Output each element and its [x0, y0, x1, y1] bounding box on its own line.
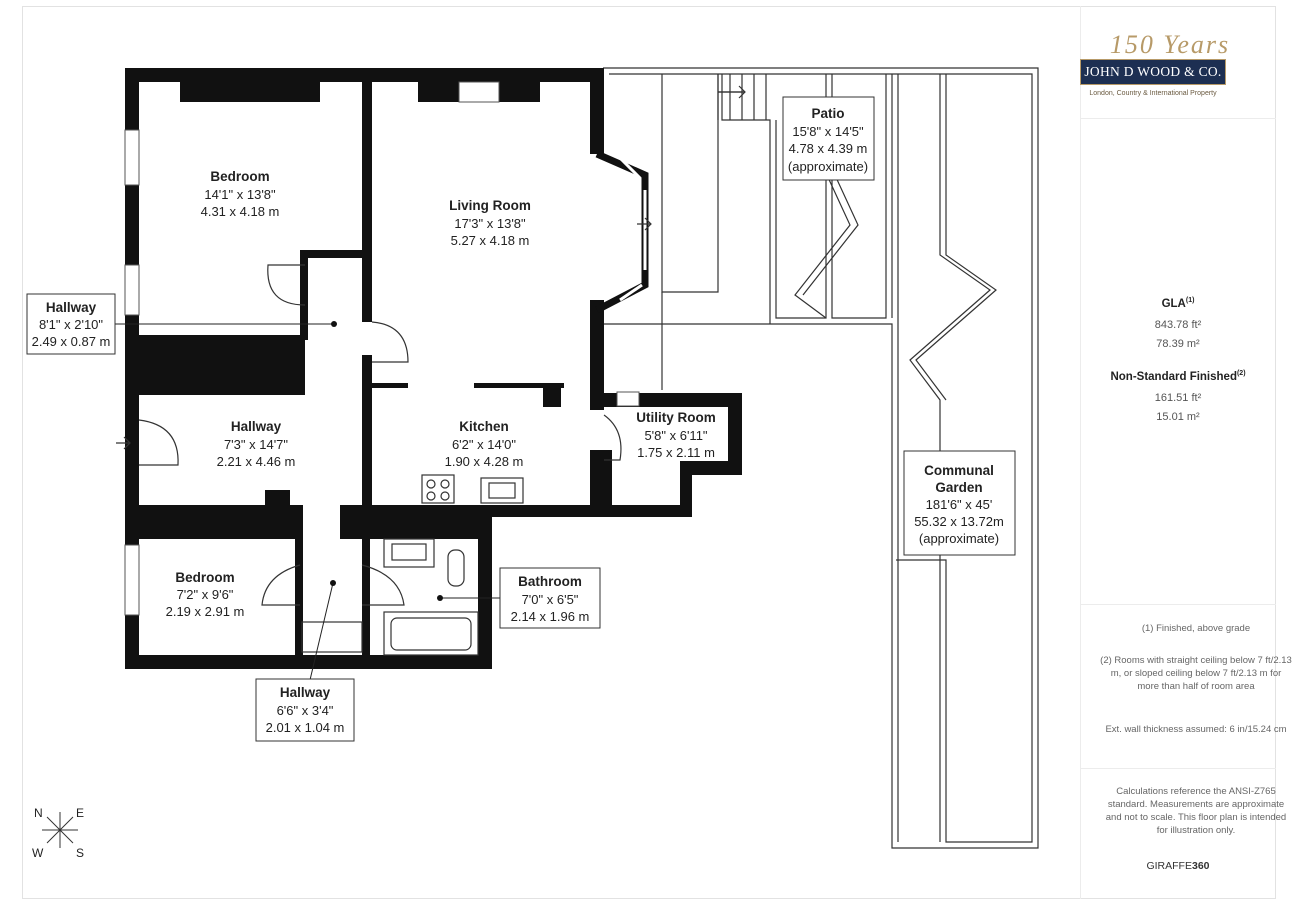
brand-years: 150 Years [1109, 30, 1231, 59]
hallway-bottom-name: Hallway [280, 685, 331, 700]
divider [1080, 604, 1276, 605]
utility-room-name: Utility Room [636, 410, 716, 425]
bathroom-imperial: 7'0" x 6'5" [522, 592, 579, 607]
walls [125, 68, 742, 669]
living-room-imperial: 17'3" x 13'8" [454, 216, 526, 231]
note-1: (1) Finished, above grade [1141, 623, 1251, 634]
fixtures [301, 474, 524, 656]
floor-plan: Bedroom 14'1" x 13'8" 4.31 x 4.18 m Livi… [26, 67, 1039, 849]
door-swings [138, 264, 622, 606]
hallway-mid-name: Hallway [231, 419, 282, 434]
gla-m: 78.39 m² [1156, 337, 1200, 350]
hallway-mid-metric: 2.21 x 4.46 m [217, 454, 296, 469]
note-2: (2) Rooms with straight ceiling below 7 … [1100, 655, 1292, 692]
hallway-top-metric: 2.49 x 0.87 m [32, 334, 111, 349]
hallway-mid-imperial: 7'3" x 14'7" [224, 437, 288, 452]
utility-room-metric: 1.75 x 2.11 m [637, 445, 715, 460]
hallway-bottom-imperial: 6'6" x 3'4" [277, 703, 334, 718]
bedroom-2-metric: 2.19 x 2.91 m [166, 604, 245, 619]
kitchen-metric: 1.90 x 4.28 m [445, 454, 524, 469]
nsf-footnote-marker: (2) [1236, 370, 1246, 377]
patio-imperial: 15'8" x 14'5" [792, 124, 864, 139]
patio-name: Patio [811, 106, 844, 121]
patio-metric: 4.78 x 4.39 m [789, 141, 868, 156]
bedroom-2-imperial: 7'2" x 9'6" [177, 587, 234, 602]
garden-name-line1: Communal [924, 463, 994, 478]
divider [1080, 768, 1276, 769]
entry-arrow [116, 85, 746, 450]
patio-note: (approximate) [788, 159, 868, 174]
windows [124, 81, 640, 616]
gla-ft: 843.78 ft² [1154, 318, 1202, 331]
compass-s: S [76, 846, 85, 860]
callout-dots [330, 321, 443, 601]
gla-block: GLA(1) 843.78 ft² 78.39 m² [1082, 297, 1274, 354]
nsf-ft: 161.51 ft² [1154, 391, 1202, 404]
bathroom-name: Bathroom [518, 574, 582, 589]
nsf-block: Non-Standard Finished(2) 161.51 ft² 15.0… [1082, 370, 1274, 427]
disclaimer: Calculations reference the ANSI-Z765 sta… [1105, 786, 1287, 836]
callout-leaders [115, 323, 500, 681]
nsf-label: Non-Standard Finished [1110, 370, 1237, 383]
compass-rose-icon [30, 800, 90, 860]
divider [1080, 118, 1276, 119]
kitchen-imperial: 6'2" x 14'0" [452, 437, 516, 452]
callout-boxes [26, 96, 1016, 742]
note-3: Ext. wall thickness assumed: 6 in/15.24 … [1105, 724, 1287, 735]
compass-e: E [76, 806, 85, 820]
bedroom-1-imperial: 14'1" x 13'8" [204, 187, 276, 202]
living-room-name: Living Room [449, 198, 531, 213]
garden-imperial: 181'6" x 45' [926, 497, 993, 512]
garden-name-line2: Garden [935, 480, 982, 495]
hallway-bottom-metric: 2.01 x 1.04 m [266, 720, 345, 735]
bedroom-1-name: Bedroom [210, 169, 269, 184]
bedroom-1-metric: 4.31 x 4.18 m [201, 204, 280, 219]
brand-logo: JOHN D WOOD & CO. [1080, 59, 1226, 85]
hallway-top-name: Hallway [46, 300, 97, 315]
hallway-top-imperial: 8'1" x 2'10" [39, 317, 103, 332]
compass-n: N [34, 806, 43, 820]
gla-footnote-marker: (1) [1185, 297, 1195, 304]
garden-metric: 55.32 x 13.72m [914, 514, 1004, 529]
compass-star-icon [42, 812, 78, 848]
garden-note: (approximate) [919, 531, 999, 546]
bay-window-glazing [618, 156, 647, 302]
brand-tagline: London, Country & International Property [1089, 90, 1217, 97]
nsf-m: 15.01 m² [1156, 410, 1200, 423]
credit: GIRAFFE360 [1082, 860, 1274, 872]
bathroom-metric: 2.14 x 1.96 m [511, 609, 590, 624]
bedroom-2-name: Bedroom [175, 570, 234, 585]
utility-room-imperial: 5'8" x 6'11" [644, 428, 707, 443]
compass-w: W [32, 846, 44, 860]
living-room-metric: 5.27 x 4.18 m [451, 233, 530, 248]
kitchen-name: Kitchen [459, 419, 509, 434]
credit-brand-number: 360 [1191, 860, 1210, 872]
side-panel-divider [1080, 6, 1081, 899]
credit-brand: GIRAFFE [1146, 860, 1192, 872]
gla-label: GLA [1161, 297, 1186, 310]
sheet-border [22, 6, 1276, 899]
